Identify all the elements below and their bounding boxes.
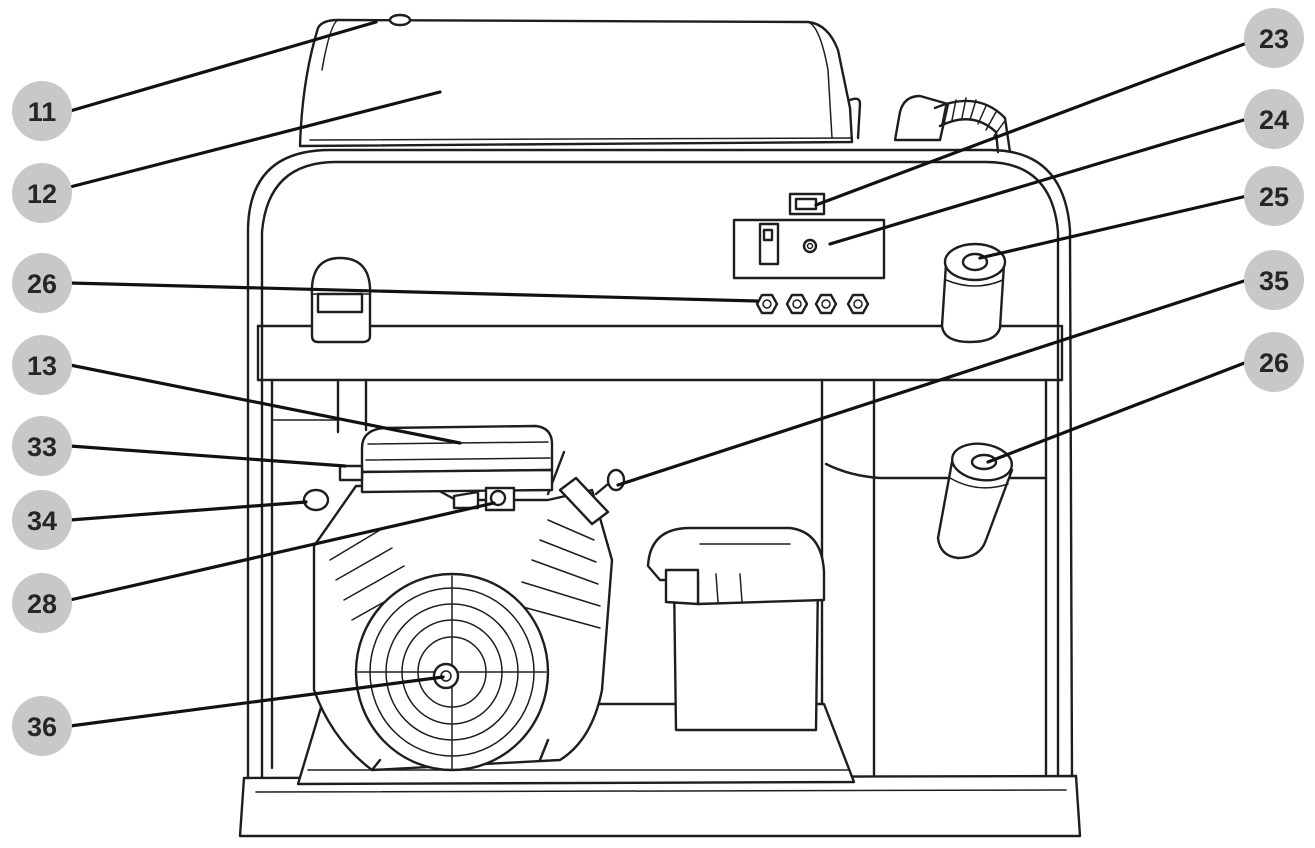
callout-23-label: 23 [1259,24,1289,54]
leader-36 [68,675,445,728]
part-33 [338,464,364,482]
callout-35-label: 35 [1259,266,1289,296]
battery [646,526,826,732]
switch-23 [788,192,826,216]
callout-13-label: 13 [27,351,57,381]
frame [238,148,1082,838]
cylinder-26 [936,442,1014,560]
leader-12 [68,90,442,189]
engine [302,424,626,772]
callout-11: 11 [12,81,72,141]
callout-33: 33 [12,416,72,476]
control-panel [732,218,886,280]
lifting-handle [310,256,372,344]
callout-12: 12 [12,163,72,223]
part-34 [302,488,330,512]
callout-26-right-label: 26 [1259,348,1289,378]
callout-26-right: 26 [1244,332,1304,392]
callout-12-label: 12 [27,179,57,209]
leader-24 [828,117,1249,246]
leader-11 [68,20,378,113]
callout-28: 28 [12,573,72,633]
callout-25-label: 25 [1259,182,1289,212]
leader-23 [814,41,1249,207]
outlets-26 [755,293,870,315]
callout-36-label: 36 [27,712,57,742]
callout-24-label: 24 [1259,105,1289,135]
leader-26a [68,281,759,303]
leader-13 [68,363,462,445]
left-cylinder [329,529,431,641]
outlet-1 [755,293,779,315]
callout-36: 36 [12,696,72,756]
outlet-2 [785,293,809,315]
callout-23: 23 [1244,8,1304,68]
outlet-4 [846,293,870,315]
cylinder-25 [940,242,1007,344]
right-cylinder [511,519,601,629]
part-35 [606,468,626,492]
flywheel-housing [354,572,550,772]
leader-26b [986,360,1249,464]
leader-25 [978,194,1249,260]
callout-26-left-label: 26 [27,269,57,299]
callout-34: 34 [12,490,72,550]
callout-24: 24 [1244,89,1304,149]
leader-lines [68,20,1249,728]
callout-11-label: 11 [28,97,57,127]
outlet-3 [814,293,838,315]
control-housing [256,324,1064,382]
callout-26-left: 26 [12,253,72,313]
callout-25: 25 [1244,166,1304,226]
callout-33-label: 33 [27,432,57,462]
callout-35: 35 [1244,250,1304,310]
leader-34 [68,500,308,522]
callout-28-label: 28 [27,589,57,619]
fuel-cap [388,13,412,27]
leader-33 [68,444,347,468]
callout-34-label: 34 [27,506,57,536]
air-intake-hose [893,94,1012,154]
leader-28 [68,501,496,602]
fuel-tank [298,18,862,148]
callout-13: 13 [12,335,72,395]
leader-35 [616,278,1249,487]
